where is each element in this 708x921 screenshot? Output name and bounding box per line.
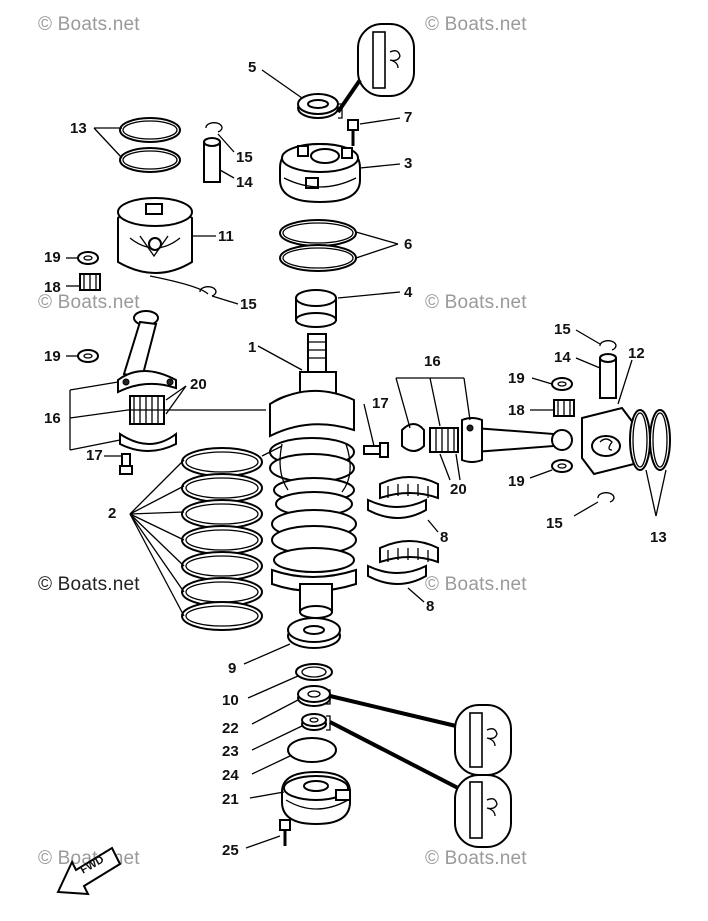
circlip-left-top [205, 122, 223, 133]
grease-tube-icon-mid [326, 689, 512, 776]
callout-1: 1 [248, 339, 257, 356]
callout-8-upper: 8 [440, 529, 449, 546]
piston-rings-right [629, 409, 671, 471]
connecting-rod-right [461, 417, 573, 463]
oil-seal-lower-b [301, 713, 327, 731]
callout-18-right: 18 [508, 402, 525, 419]
lower-washer [295, 663, 333, 681]
washer-right-bottom [551, 459, 573, 473]
callout-13-right: 13 [650, 529, 667, 546]
callout-13-left: 13 [70, 120, 87, 137]
leader-16-left [69, 381, 266, 451]
callout-23: 23 [222, 743, 239, 760]
watermark-top-left: © Boats.net [38, 14, 140, 35]
callout-10: 10 [222, 692, 239, 709]
needle-bearing-right-small [553, 399, 575, 417]
watermark-top-right: © Boats.net [425, 14, 527, 35]
callout-15-left-top: 15 [236, 149, 253, 166]
callout-19-right-bottom: 19 [508, 473, 525, 490]
rod-bearing-right [429, 427, 459, 453]
grease-tube-icon-top [336, 23, 415, 119]
bolt-upper-housing [347, 119, 359, 146]
bolt-lower-housing [279, 819, 291, 846]
callout-6: 6 [404, 236, 413, 253]
seal-rings-center [279, 219, 357, 272]
callout-2: 2 [108, 505, 117, 522]
watermark-bottom-right: © Boats.net [425, 848, 527, 869]
main-bearing-lower [367, 540, 439, 585]
ring-stack-left [181, 447, 263, 631]
callout-5: 5 [248, 59, 257, 76]
oil-seal-lower-a [297, 685, 331, 707]
upper-bearing-housing [279, 142, 361, 204]
callout-15-left-bottom: 15 [240, 296, 257, 313]
callout-11: 11 [218, 228, 234, 245]
callout-20-left: 20 [190, 376, 207, 393]
callout-8-lower: 8 [426, 598, 435, 615]
watermark-low-right: © Boats.net [425, 574, 527, 595]
rod-cap-right [401, 423, 425, 452]
circlip-right-top [599, 340, 617, 351]
needle-bearing-left-small [79, 273, 101, 291]
piston-left [117, 197, 193, 274]
callout-3: 3 [404, 155, 413, 172]
fwd-arrow-icon [56, 846, 122, 896]
circlip-left-bottom [199, 286, 217, 297]
piston-rings-left-top [119, 117, 181, 173]
bolt-rod-cap-left [119, 453, 133, 475]
piston-right [581, 406, 635, 476]
bolt-rod-cap-right [363, 442, 389, 458]
o-ring-lower [287, 737, 337, 763]
callout-22: 22 [222, 720, 239, 737]
rod-cap-left [119, 431, 177, 452]
callout-15-right-top: 15 [554, 321, 571, 338]
piston-pin-right [599, 353, 617, 399]
washer-left-top [77, 251, 99, 265]
callout-7: 7 [404, 109, 413, 126]
leader-16-right [395, 377, 471, 429]
watermark-mid-left: © Boats.net [38, 292, 140, 313]
circlip-right-bottom [597, 492, 615, 503]
leader-2 [129, 445, 283, 617]
callout-15-right-bottom: 15 [546, 515, 563, 532]
watermark-mid-right: © Boats.net [425, 292, 527, 313]
callout-19-left-mid: 19 [44, 348, 61, 365]
callout-19-left-top: 19 [44, 249, 61, 266]
callout-24: 24 [222, 767, 239, 784]
piston-pin-left [203, 137, 221, 183]
callout-21: 21 [222, 791, 239, 808]
washer-left-mid [77, 349, 99, 363]
connecting-rod-left [117, 310, 177, 394]
washer-right-top [551, 377, 573, 391]
callout-19-right-top: 19 [508, 370, 525, 387]
callout-25: 25 [222, 842, 239, 859]
callout-17-right: 17 [372, 395, 389, 412]
callout-20-right: 20 [450, 481, 467, 498]
lower-bearing-housing [281, 770, 351, 826]
callout-14-right: 14 [554, 349, 571, 366]
callout-12: 12 [628, 345, 645, 362]
callout-16-left: 16 [44, 410, 61, 427]
callout-9: 9 [228, 660, 237, 677]
crankshaft [269, 333, 357, 619]
callout-16-right: 16 [424, 353, 441, 370]
callout-4: 4 [404, 284, 413, 301]
oil-seal-top [297, 93, 339, 119]
center-needle-bearing [295, 289, 337, 328]
grease-tube-icon-bottom [326, 715, 512, 848]
main-bearing-upper [367, 476, 439, 519]
callout-18-left: 18 [44, 279, 61, 296]
callout-14-left: 14 [236, 174, 253, 191]
lower-ball-bearing [287, 617, 341, 649]
callout-17-left: 17 [86, 447, 103, 464]
watermark-low-left: © Boats.net [38, 574, 140, 595]
